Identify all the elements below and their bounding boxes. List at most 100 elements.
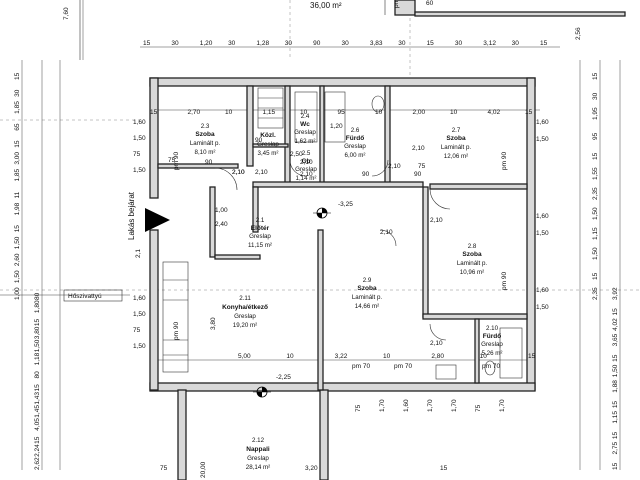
small-dimension: 75 — [160, 465, 168, 472]
top-area-label: 36,00 m² — [310, 1, 342, 10]
bottom-dimension-label: 5,00 — [238, 353, 251, 360]
svg-text:2.11: 2.11 — [239, 295, 251, 302]
svg-text:2.5: 2.5 — [302, 150, 311, 157]
svg-text:1,62 m²: 1,62 m² — [295, 138, 316, 145]
right-dimension-label: 4,02 — [612, 318, 619, 331]
right-dimension-label: 2,35 — [592, 287, 599, 300]
svg-text:Greslap: Greslap — [295, 166, 317, 173]
level-a-label: -3,25 — [338, 201, 353, 208]
left-dimension-label: 1,80 — [34, 300, 41, 313]
left-dimension-label: 2,24 — [34, 444, 41, 457]
left-dimension-label: 1,18 — [34, 352, 41, 365]
small-dimension: 2,10 — [232, 169, 245, 176]
top-num-label: 60 — [426, 0, 434, 7]
svg-text:Szoba: Szoba — [446, 135, 466, 142]
svg-text:Greslap: Greslap — [249, 233, 271, 240]
svg-text:Szoba: Szoba — [462, 251, 482, 258]
top-dimension-label: 30 — [342, 40, 350, 47]
opening-dimension: 2,10 — [412, 145, 425, 152]
left-dimension-label: 15 — [14, 140, 21, 148]
inner-dimensions: 1,601,50751,501,601,50751,501,601,501,60… — [133, 119, 549, 472]
svg-text:Fürdő: Fürdő — [483, 333, 501, 340]
svg-text:2.6: 2.6 — [351, 127, 360, 134]
opening-dimension: 2,10 — [232, 169, 245, 176]
second-dimension-label: 10 — [375, 109, 383, 116]
bottom-dimension-label: 10 — [383, 353, 391, 360]
left-dimension-label: 3,80 — [34, 326, 41, 339]
top-dimension-label: 30 — [285, 40, 293, 47]
svg-text:2.12: 2.12 — [252, 437, 265, 444]
level-marker-icon — [313, 207, 331, 219]
pm90-label-2: pm 90 — [501, 152, 508, 170]
svg-text:11,15 m²: 11,15 m² — [248, 242, 272, 249]
right-dimension-label: 1,88 — [612, 380, 619, 393]
right-dimension-label: 15 — [612, 354, 619, 362]
right-dim-label: 2,56 — [575, 27, 582, 40]
small-dimension: 90 — [205, 159, 213, 166]
right-wall-dimension: 1,60 — [536, 119, 549, 126]
right-dimension-label: 15 — [592, 272, 599, 280]
upper-unit — [79, 0, 626, 60]
left-dimension-label: 1,50 — [14, 236, 21, 249]
left-dimension-label: 80 — [34, 292, 41, 300]
left-dimension-label: 15 — [14, 225, 21, 233]
svg-text:10,96 m²: 10,96 m² — [460, 269, 484, 276]
small-dimension: 90 — [255, 137, 263, 144]
level-b-label: -2,25 — [276, 374, 291, 381]
right-wall-dimension: 1,60 — [536, 213, 549, 220]
bottom-dimension-label: 15 — [528, 353, 536, 360]
left-dimension-label: 1,43 — [34, 392, 41, 405]
svg-text:Laminált p.: Laminált p. — [190, 140, 221, 147]
room-2-12: 2.12 Nappali Greslap 28,14 m² — [246, 437, 270, 471]
left-wall-dimension: 1,50 — [133, 135, 146, 142]
svg-text:Szoba: Szoba — [195, 131, 215, 138]
room-2-8: 2.8 Szoba Laminált p. 10,96 m² — [457, 243, 488, 276]
height-dimension: 75 — [355, 404, 362, 412]
left-dimension-label: 4,05 — [34, 418, 41, 431]
small-dimension: 2,50 — [290, 151, 303, 158]
left-dimension-label: 1,85 — [14, 169, 21, 182]
room-2-6: 2.6 Fürdő Greslap 6,00 m² — [344, 127, 366, 159]
left-dimension-label: 1,00 — [14, 287, 21, 300]
left-dimension-label: 80 — [34, 371, 41, 379]
top-dimension-label: 15 — [427, 40, 435, 47]
svg-text:Fürdő: Fürdő — [346, 135, 364, 142]
svg-text:3,45 m²: 3,45 m² — [258, 150, 279, 157]
pm90-label-1: pm 90 — [173, 152, 180, 170]
top-dimension-label: 15 — [143, 40, 151, 47]
svg-text:8,10 m²: 8,10 m² — [195, 149, 216, 156]
second-dimension-label: 4,02 — [488, 109, 501, 116]
right-dimension-label: 1,55 — [592, 167, 599, 180]
right-dimension-label: 3,65 — [612, 333, 619, 346]
right-dimension-label: 3,92 — [612, 287, 619, 300]
svg-text:Laminált p.: Laminált p. — [441, 144, 472, 151]
right-dimension-label: 95 — [592, 132, 599, 140]
top-dimension-label: 30 — [512, 40, 520, 47]
small-dimension: 15 — [440, 465, 448, 472]
height-dimension: 1,70 — [379, 399, 386, 412]
right-wall-dimension: 1,50 — [536, 304, 549, 311]
right-dimension-label: 1,50 — [612, 364, 619, 377]
left-wall-dimension: 1,60 — [133, 119, 146, 126]
entrance-label: Lakás bejárat — [127, 191, 136, 240]
height-dimension: 75 — [475, 404, 482, 412]
right-dimension-label: 2,35 — [592, 187, 599, 200]
top-dimension-label: 30 — [455, 40, 463, 47]
left-dimension-label: 15 — [34, 319, 41, 327]
second-dimension-label: 15 — [525, 109, 533, 116]
svg-text:2.8: 2.8 — [468, 243, 477, 250]
top-dimension-label: 90 — [313, 40, 321, 47]
height-dimension: 1,70 — [427, 399, 434, 412]
left-wall-dimension: 75 — [133, 327, 141, 334]
heatpump-label: Hőszivattyú — [68, 293, 102, 300]
bottom-dimension-label: 3,22 — [335, 353, 348, 360]
room-2-11: 2.11 Konyha/étkező Greslap 19,20 m² — [222, 295, 268, 329]
right-dimension-label: 15 — [592, 72, 599, 80]
stair-height-label: 20,00 — [200, 461, 207, 478]
right-dimension-label: 1,15 — [612, 411, 619, 424]
right-dimension-label: 15 — [612, 308, 619, 316]
room-2-4-kozl: Közl. Greslap 3,45 m² — [257, 132, 279, 157]
left-wall-dimension: 1,60 — [133, 295, 146, 302]
top-dimension-label: 30 — [171, 40, 179, 47]
